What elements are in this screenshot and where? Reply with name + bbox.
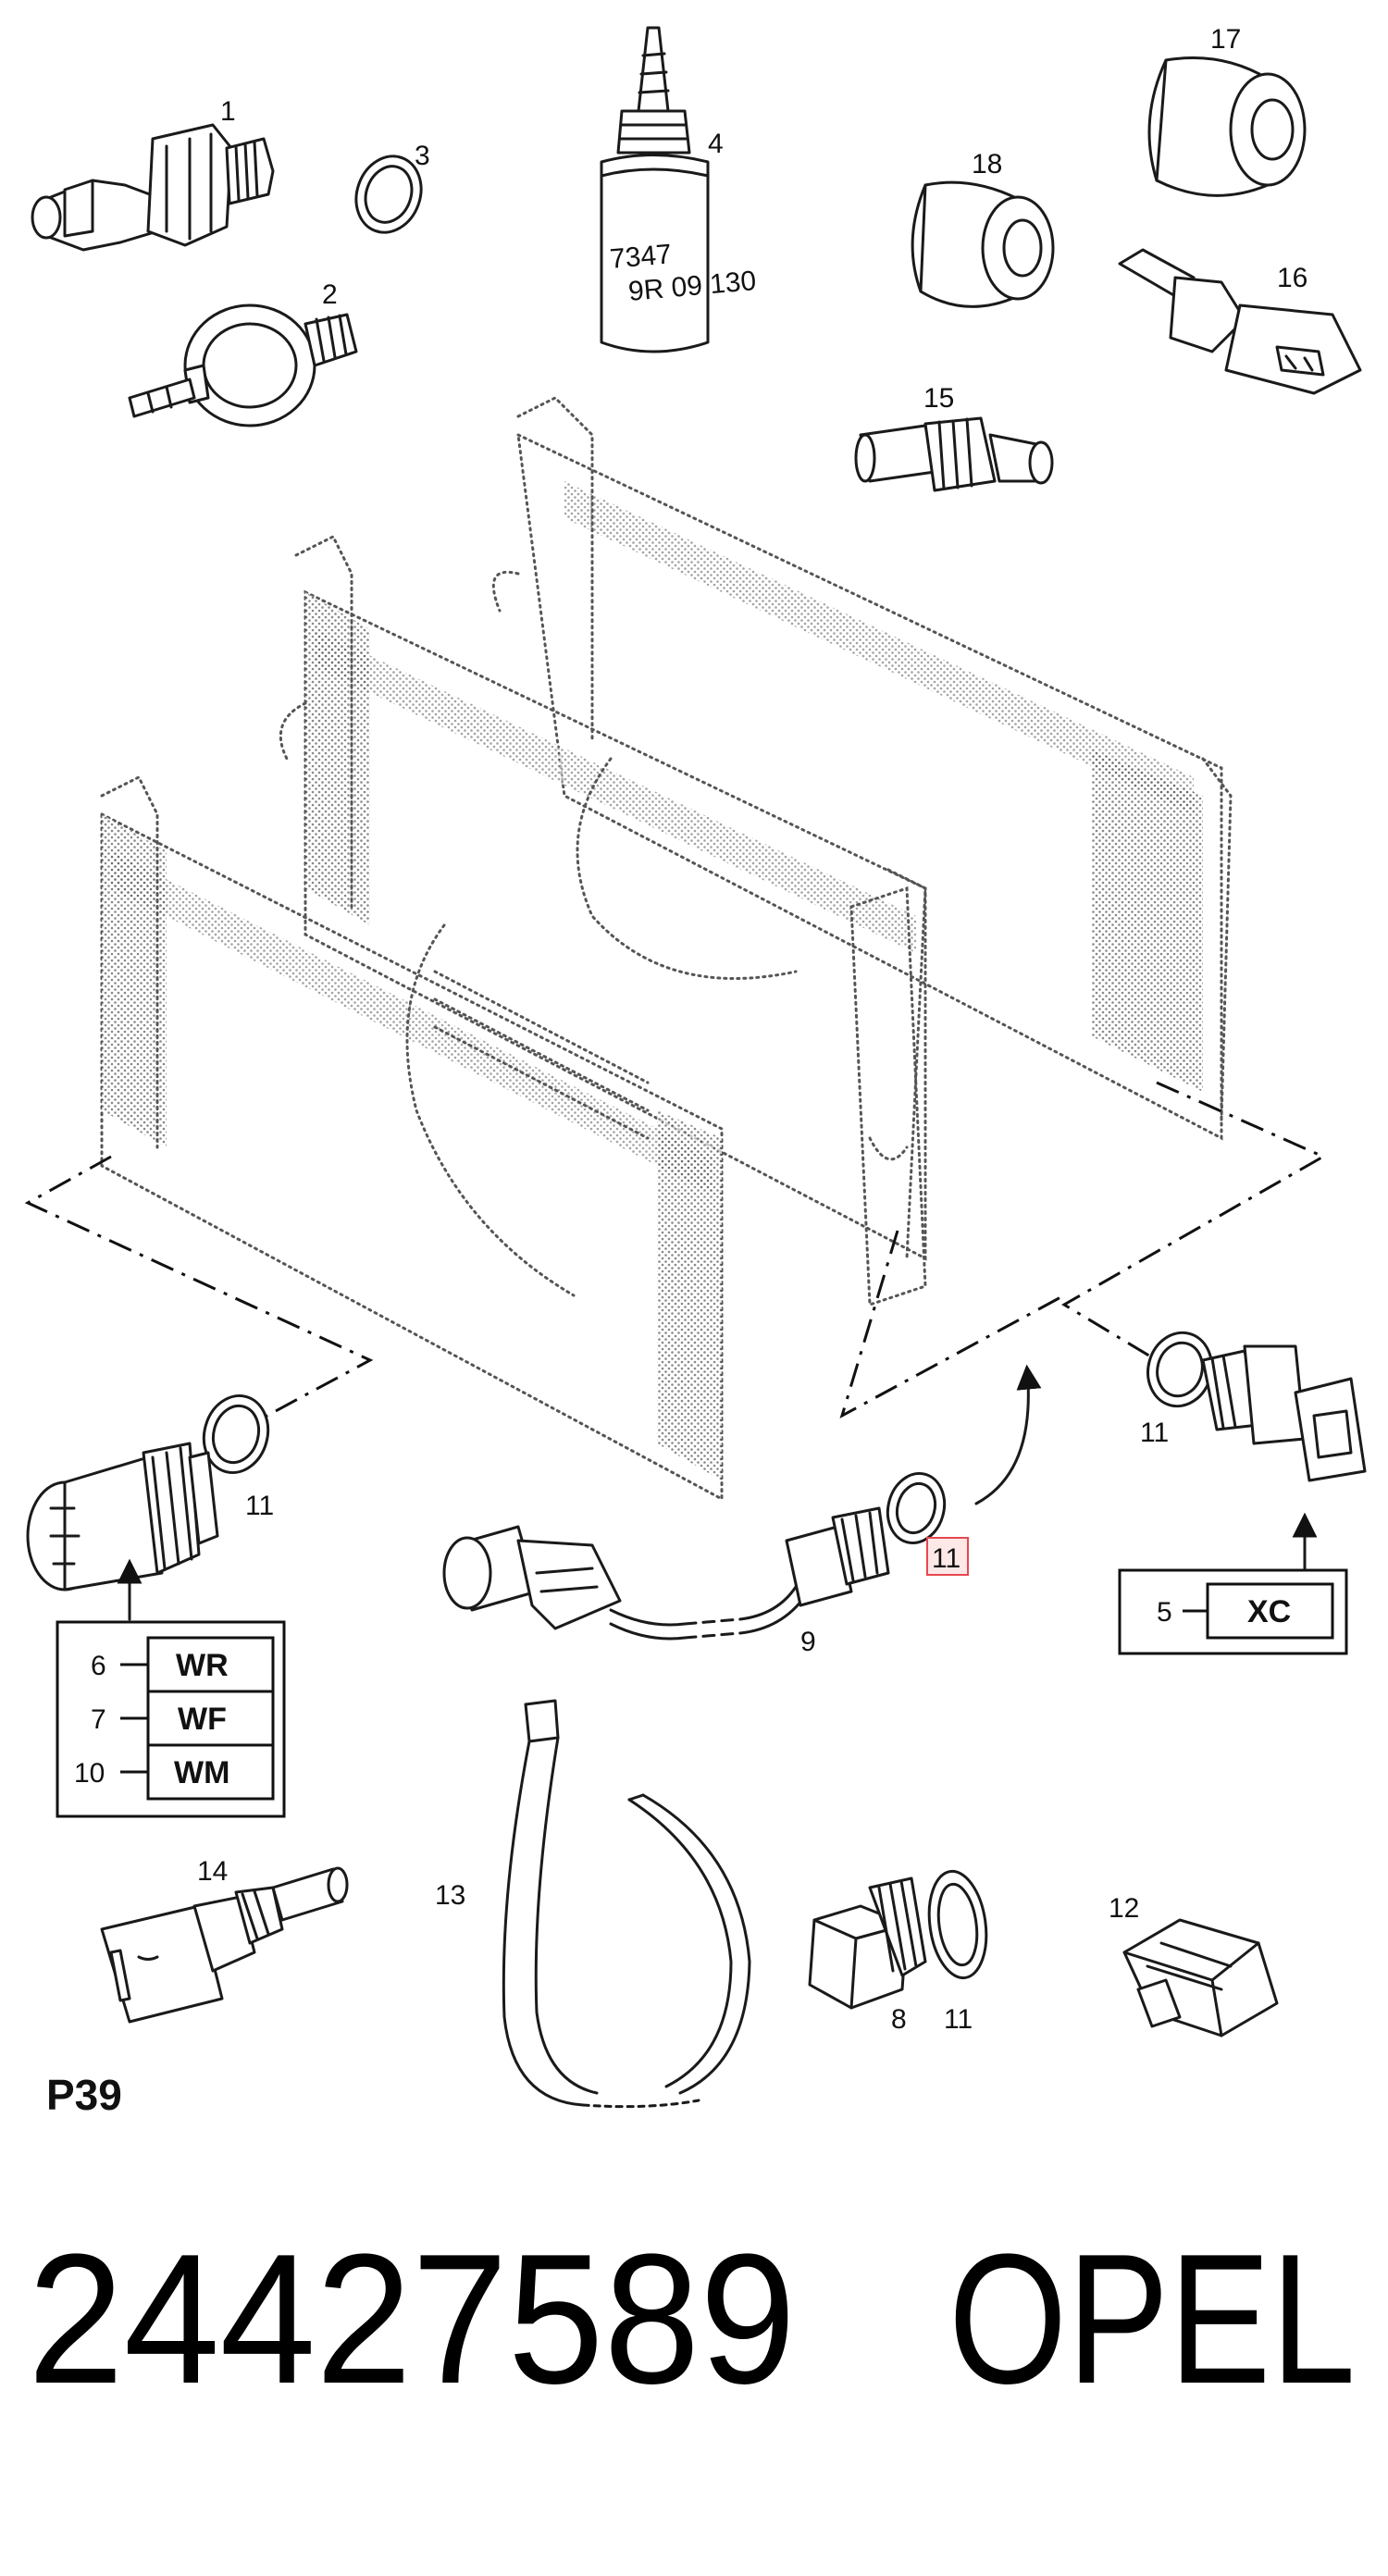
variant-code-xc: XC [1247, 1594, 1291, 1629]
callout-2: 2 [322, 279, 338, 310]
part-11-washer-left[interactable] [195, 1389, 276, 1480]
part-11-washer-bottom[interactable] [923, 1867, 993, 1981]
part-12-clip[interactable] [1122, 1918, 1279, 2037]
callout-11-center: 11 [932, 1543, 960, 1574]
part-15-temperature-sensor[interactable] [854, 416, 1054, 492]
arrow-to-radiator [974, 1364, 1042, 1505]
part-sensor-xc[interactable] [1201, 1344, 1367, 1482]
part-16-temperature-sensor[interactable] [1118, 248, 1362, 395]
callout-13: 13 [435, 1880, 465, 1911]
callout-15: 15 [923, 383, 954, 414]
part-11-washer-center[interactable] [880, 1468, 952, 1550]
part-14-sensor[interactable] [100, 1866, 349, 2024]
part-1-pressure-switch[interactable] [31, 123, 275, 252]
callout-8: 8 [891, 2004, 907, 2035]
radiator-assembly [100, 396, 1233, 1502]
part-17-cap[interactable] [1147, 56, 1307, 197]
callout-4: 4 [708, 129, 724, 159]
part-sensor-wr-wf-wm[interactable] [26, 1442, 219, 1591]
highlight-box [926, 1537, 969, 1576]
part-8-drain-plug[interactable] [808, 1876, 927, 2010]
guide-line-center [839, 1230, 1065, 1419]
callout-11-bottom: 11 [944, 2004, 973, 2035]
callout-17: 17 [1210, 24, 1241, 55]
variant-box-right [1118, 1568, 1348, 1655]
variant-num-5: 5 [1157, 1597, 1172, 1628]
variant-num-6: 6 [91, 1651, 106, 1681]
callout-1: 1 [220, 96, 236, 127]
brand-name: OPEL [948, 2216, 1356, 2422]
callout-11-right: 11 [1140, 1418, 1169, 1448]
variant-num-7: 7 [91, 1704, 106, 1735]
guide-line-right [1061, 1081, 1327, 1362]
bottle-label-number: 7347 [609, 239, 673, 275]
page-code: P39 [46, 2071, 122, 2119]
part-2-pressure-switch[interactable] [128, 303, 358, 427]
callout-3: 3 [415, 141, 430, 171]
callout-14: 14 [197, 1856, 228, 1887]
part-18-cap[interactable] [911, 180, 1055, 308]
callout-18: 18 [972, 149, 1002, 180]
variant-num-10: 10 [74, 1758, 105, 1789]
part-number: 24427589 [28, 2216, 796, 2422]
variant-code-wf: WF [178, 1702, 227, 1737]
part-11-washer-right[interactable] [1140, 1326, 1220, 1414]
part-13-cable-tie[interactable] [502, 1699, 751, 2109]
variant-box-left [56, 1620, 286, 1818]
callout-11-left: 11 [245, 1491, 274, 1521]
part-9-sensor-harness[interactable] [442, 1506, 890, 1641]
variant-code-wr: WR [176, 1648, 229, 1683]
variant-code-wm: WM [174, 1755, 229, 1790]
guide-line-left [24, 1155, 374, 1427]
callout-12: 12 [1109, 1893, 1139, 1924]
part-4-sealant-bottle[interactable] [600, 26, 710, 353]
part-3-washer[interactable] [346, 147, 432, 242]
callout-16: 16 [1277, 263, 1307, 293]
callout-9: 9 [800, 1627, 816, 1657]
